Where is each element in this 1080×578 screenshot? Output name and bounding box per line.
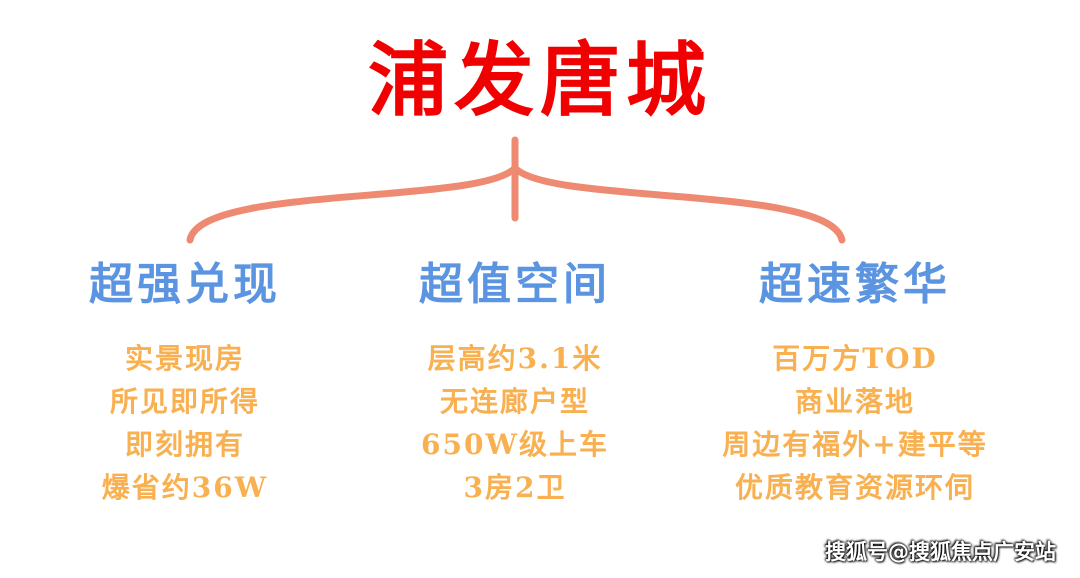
list-item: 商业落地: [794, 385, 915, 418]
list-item: 650W级上车: [421, 428, 609, 461]
column-heading: 超强兑现: [89, 259, 281, 310]
list-item: 无连廊户型: [439, 385, 590, 418]
list-item: 实景现房: [124, 342, 245, 375]
list-item: 层高约3.1米: [427, 342, 603, 375]
list-item: 优质教育资源环伺: [734, 471, 975, 504]
column-heading: 超速繁华: [759, 259, 951, 310]
page-title: 浦发唐城: [368, 33, 712, 127]
list-item: 周边有福外+建平等: [722, 428, 988, 461]
list-item: 所见即所得: [109, 385, 260, 418]
list-item: 百万方TOD: [772, 342, 938, 375]
column-heading: 超值空间: [419, 259, 611, 310]
column-3: 超速繁华 百万方TOD 商业落地 周边有福外+建平等 优质教育资源环伺: [685, 255, 1025, 509]
column-1: 超强兑现 实景现房 所见即所得 即刻拥有 爆省约36W: [15, 255, 355, 509]
list-item: 即刻拥有: [124, 428, 245, 461]
list-item: 3房2卫: [463, 471, 567, 504]
column-2: 超值空间 层高约3.1米 无连廊户型 650W级上车 3房2卫: [345, 255, 685, 509]
list-item: 爆省约36W: [101, 471, 269, 504]
watermark: 搜狐号@搜狐焦点广安站: [825, 540, 1056, 564]
